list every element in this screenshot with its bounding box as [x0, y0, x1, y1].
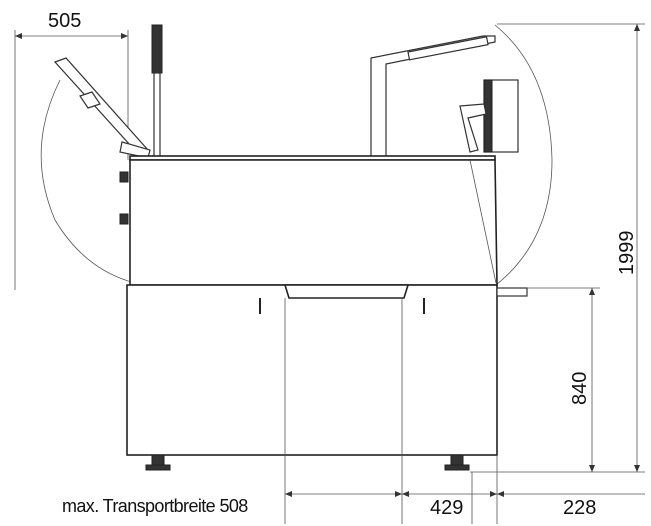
right-swing-arc [494, 24, 553, 286]
foot-left [151, 454, 165, 466]
side-knob-1 [119, 171, 129, 183]
foot-left-base [145, 464, 171, 471]
lid-panel [53, 57, 149, 157]
dim-505-label: 505 [48, 10, 81, 32]
monitor-arm [459, 103, 487, 153]
conveyor-exit [496, 287, 528, 297]
front-bevel-line [469, 159, 497, 284]
lower-housing [126, 284, 498, 456]
dim-429-arrow-left [402, 491, 409, 497]
arrow-bottom [634, 465, 640, 472]
arrow-left [15, 33, 22, 39]
dim-508-arrow-right [395, 491, 402, 497]
lower-cabinet [126, 284, 528, 471]
dim-429-arrow-right [490, 491, 497, 497]
side-knob-2 [119, 213, 129, 225]
signal-tower [151, 24, 163, 159]
lid-handle [79, 91, 101, 109]
transport-channel [283, 284, 410, 299]
swing-arcs [40, 24, 553, 286]
upper-cabinet [119, 155, 498, 286]
foot-right-base [444, 464, 470, 471]
signal-pole [153, 72, 161, 159]
monitor-frame [483, 79, 493, 153]
camera-arm [370, 35, 496, 161]
dimension-840: 840 [527, 287, 600, 472]
monitor [459, 79, 519, 153]
dim-228-arrow-left [497, 491, 504, 497]
foot-right [450, 454, 464, 466]
arrow-right [121, 33, 128, 39]
arrow-top [634, 24, 640, 31]
dimension-505: 505 [14, 10, 129, 290]
dim-429-label: 429 [430, 497, 463, 519]
dim-228-label: 228 [563, 497, 596, 519]
dimension-1999: 1999 [470, 23, 645, 473]
bottom-dimensions: max. Transportbreite 508 429 228 [62, 298, 645, 524]
arm-beam [407, 36, 489, 61]
dim-508-arrow-left [285, 491, 292, 497]
arrow-top [589, 288, 595, 295]
arrow-bottom [589, 465, 595, 472]
dim-840-label: 840 [569, 372, 591, 405]
open-lid [53, 57, 151, 159]
transport-width-label: max. Transportbreite 508 [62, 496, 248, 516]
dim-1999-label: 1999 [616, 231, 638, 276]
signal-light [151, 24, 163, 74]
lid-swing-arc [40, 79, 136, 284]
upper-housing [129, 159, 498, 286]
